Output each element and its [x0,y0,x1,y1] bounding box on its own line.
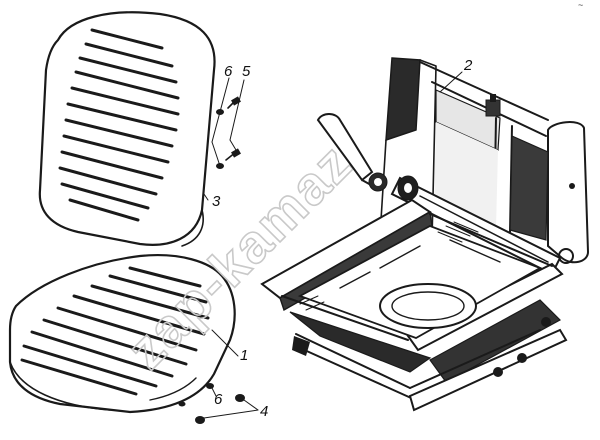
cross-shaft [390,175,562,276]
callout-6-upper: 6 [224,63,233,80]
backrest-grooves [58,28,180,222]
callout-4: 4 [260,403,268,420]
cushion-grooves [20,266,210,396]
backrest-pad [38,11,216,247]
leader-lines [203,71,463,419]
callout-6-lower: 6 [214,391,223,408]
adjust-handle [316,113,388,192]
seat-cushion [8,254,236,414]
corner-mark: ~ [578,0,583,10]
callout-2: 2 [463,57,473,74]
washer-6-bottom [178,383,214,407]
seat-frame [260,57,590,412]
bolt-5-upper [227,96,241,109]
bolt-5-lower [225,148,241,161]
nut-4 [195,394,245,424]
callout-1: 1 [240,347,248,364]
callout-3: 3 [212,193,221,210]
callout-5: 5 [242,63,251,80]
frame-top-bolt [485,94,501,117]
